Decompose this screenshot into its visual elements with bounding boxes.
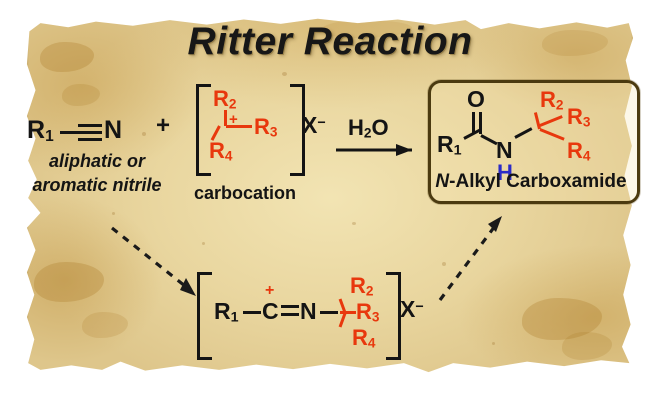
intermediate-c-atom: C [262,298,279,324]
carbocation-caption: carbocation [193,183,297,203]
nitrile-r1-label: R1 [27,116,54,145]
paper-speck [112,212,115,215]
product-carbonyl-double-bond-line [479,112,482,134]
intermediate-r2-label: R2 [350,273,374,299]
dashed-arrow-to-product [438,221,500,301]
nitrile-caption-line1: aliphatic or [48,151,146,171]
paper-speck [442,262,446,266]
intermediate-n-atom: N [300,298,317,324]
product-box [428,80,640,204]
page-title: Ritter Reaction [187,20,473,63]
paper-speck [352,222,356,225]
product-hydrogen-atom: H [497,160,513,185]
intermediate-bond-r3 [340,311,356,314]
carbocation-r2-label: R2 [213,86,237,112]
intermediate-bracket-left [197,272,212,360]
intermediate-r3-label: R3 [356,299,380,325]
paper-speck [492,342,495,345]
product-r4-label: R4 [567,138,591,164]
intermediate-bracket-right [386,272,401,360]
product-r2-label: R2 [540,87,564,113]
nitrile-caption-line2: aromatic nitrile [32,175,162,195]
carbocation-r4-label: R4 [209,138,233,164]
product-oxygen-atom: O [467,86,485,112]
carbocation-bracket-left [196,84,211,176]
intermediate-double-bond-line [281,313,299,316]
product-carbonyl-double-bond-line [472,112,475,134]
intermediate-bond-r1-c [243,311,261,314]
carbocation-bracket-right [290,84,305,176]
nitrile-triple-bond-line [78,131,102,134]
paper-stain [62,84,100,106]
product-nitrogen-atom: N [496,137,513,163]
carbocation-bond-r2 [224,110,227,126]
nitrile-n-atom: N [104,116,123,144]
carbocation-bond-r3 [226,125,252,128]
product-r3-label: R3 [567,104,591,130]
paper-speck [202,242,205,245]
carbocation-r3-label: R3 [254,114,278,140]
intermediate-counterion: X− [400,296,424,322]
nitrile-single-bond [60,131,78,134]
paper-stain [322,20,412,38]
parchment-background [22,12,638,384]
reactant-plus-sign: + [156,112,171,139]
intermediate-r4-label: R4 [352,325,376,351]
dashed-arrow-to-intermediate [111,226,191,292]
intermediate-r1-label: R1 [214,298,239,326]
product-label: N-Alkyl Carboxamide [435,171,627,192]
intermediate-bond-n-c [320,311,338,314]
paper-speck [142,132,146,136]
nitrile-triple-bond-line [78,138,102,141]
paper-speck [282,72,287,76]
intermediate-double-bond-line [281,305,299,308]
product-r1-label: R1 [437,131,462,159]
nitrile-triple-bond-line [78,124,102,127]
intermediate-charge: + [265,282,275,299]
carbocation-charge: + [229,111,238,128]
water-reagent-label: H2O [348,115,389,141]
carbocation-counterion: X− [302,112,326,138]
